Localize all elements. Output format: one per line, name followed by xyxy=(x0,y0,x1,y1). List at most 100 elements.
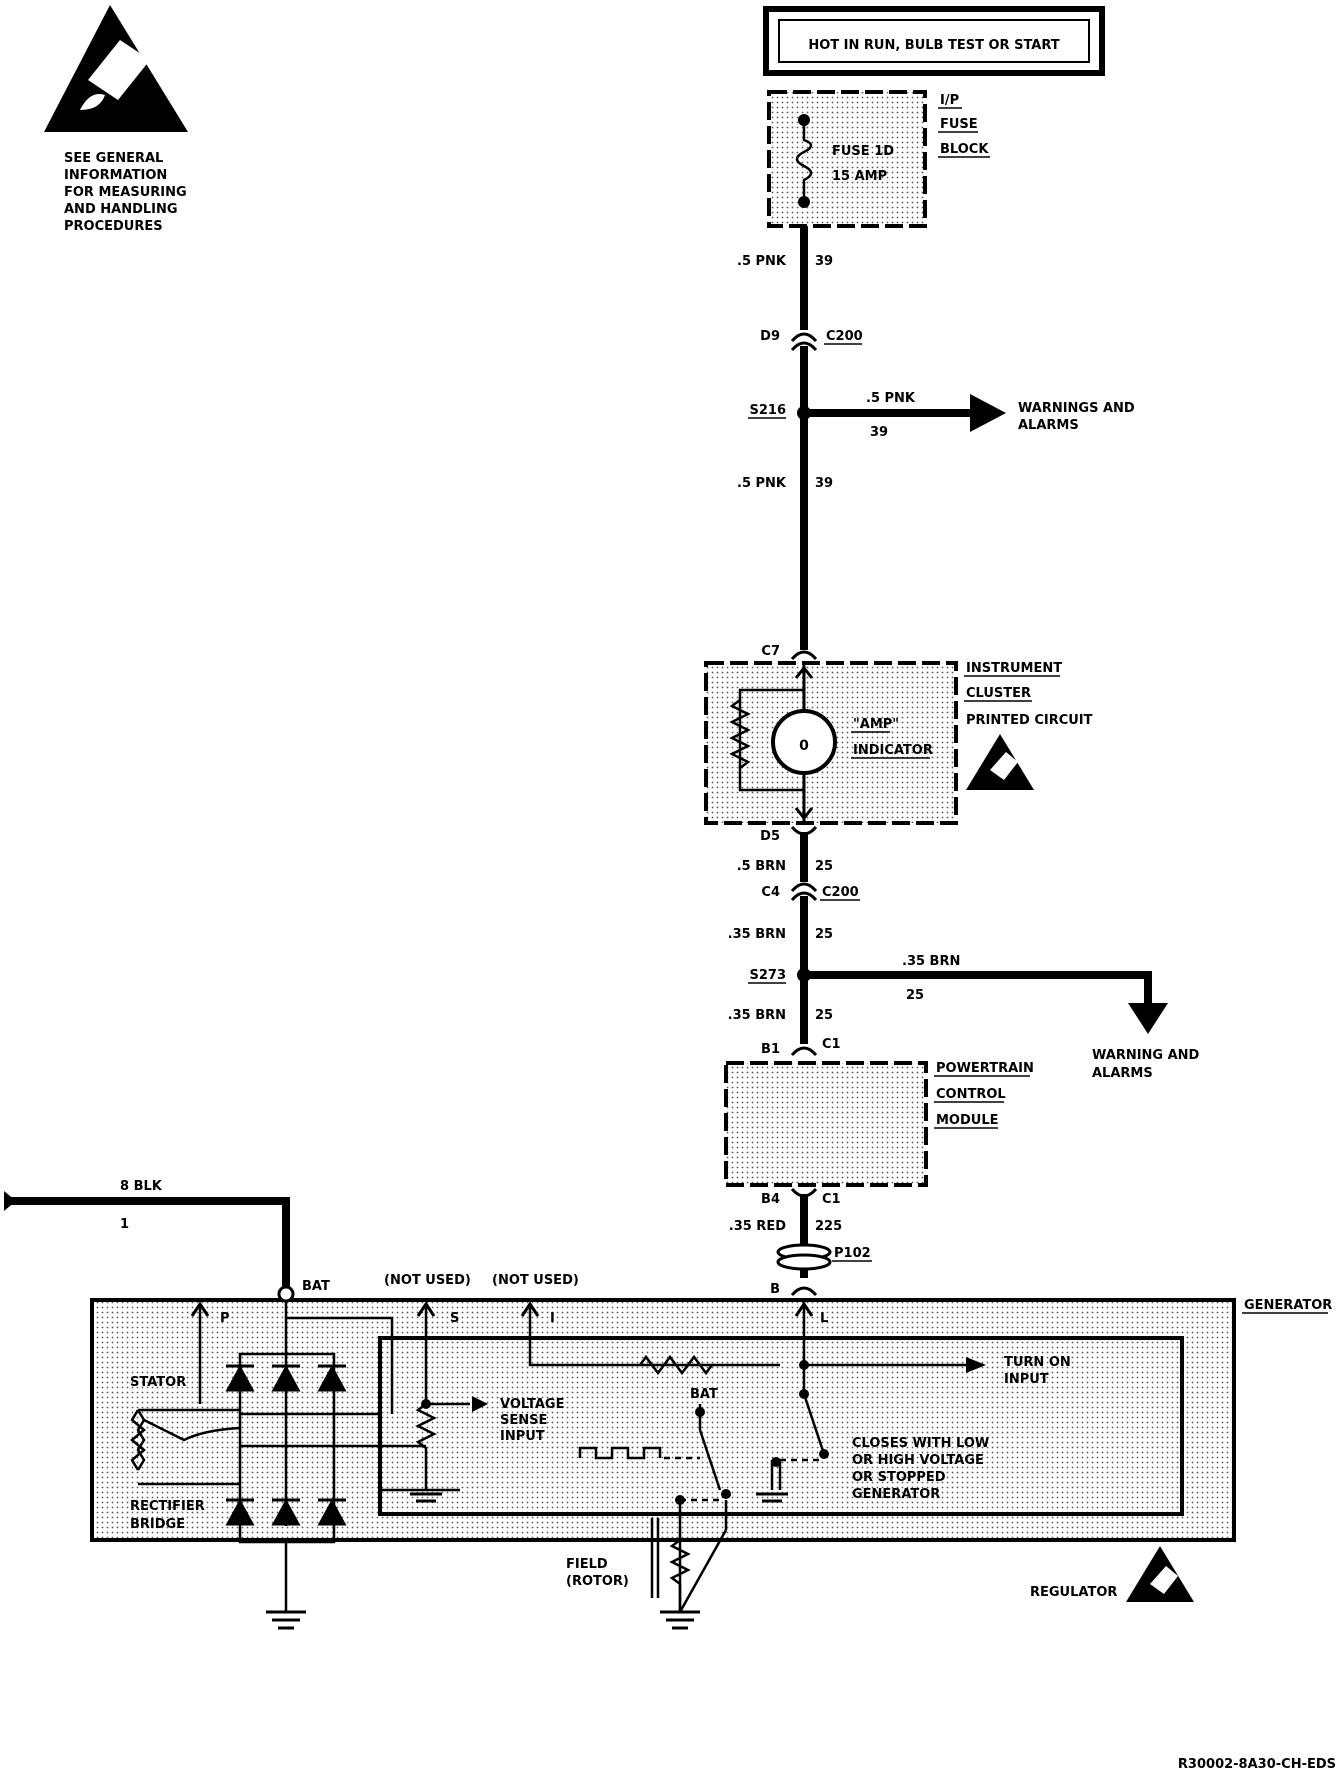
wire-color-label: .5 PNK xyxy=(737,254,787,269)
figure-code: R30002-8A30-CH-EDS xyxy=(1178,1757,1336,1772)
wire-circuit-label: 25 xyxy=(815,927,833,942)
fuse-terminal xyxy=(798,114,810,126)
bat-terminal[interactable] xyxy=(277,1285,295,1303)
ground-icon xyxy=(410,1492,442,1503)
wire-color-label: .35 BRN xyxy=(728,1008,786,1023)
fuse-rating: 15 AMP xyxy=(832,169,887,184)
wire-blk-battery xyxy=(6,1197,290,1289)
cluster-label: INSTRUMENT xyxy=(966,661,1062,676)
branch-destination: ALARMS xyxy=(1018,418,1079,433)
esd-warning-icon xyxy=(44,5,188,132)
pcm-label: CONTROL xyxy=(936,1087,1006,1102)
l-node xyxy=(799,1360,809,1370)
field-label: FIELD xyxy=(566,1557,608,1572)
ground-icon xyxy=(266,1610,306,1630)
turn-on-arrow xyxy=(966,1357,986,1373)
shunt-resistor xyxy=(729,699,751,769)
turn-on-label: TURN ON xyxy=(1004,1355,1071,1370)
connector-pin-label: D9 xyxy=(760,329,780,344)
esd-note-line: AND HANDLING xyxy=(64,202,178,217)
stator-label: STATOR xyxy=(130,1375,186,1390)
voltage-sense-label: VOLTAGE xyxy=(500,1397,565,1412)
switch-note: OR HIGH VOLTAGE xyxy=(852,1453,984,1468)
regulator-bat-label: BAT xyxy=(690,1387,718,1402)
wire-circuit-label: 39 xyxy=(815,476,833,491)
branch-destination: WARNINGS AND xyxy=(1018,401,1135,416)
wire-circuit-label: 225 xyxy=(815,1219,842,1234)
fuse-name: FUSE 1D xyxy=(832,144,894,159)
connector-pin-label: B4 xyxy=(761,1192,780,1207)
switch-node xyxy=(721,1489,731,1499)
splice-label: S216 xyxy=(750,403,787,418)
wire-circuit-label: 25 xyxy=(815,1008,833,1023)
switch-node xyxy=(819,1449,829,1459)
ground-icon xyxy=(660,1610,700,1630)
connector-pin-label: B1 xyxy=(761,1042,780,1057)
esd-note-line: PROCEDURES xyxy=(64,219,163,234)
not-used-label: (NOT USED) xyxy=(492,1273,579,1288)
connector-c1-top xyxy=(790,1046,818,1057)
wire-color-label: .5 PNK xyxy=(866,391,916,406)
pcm-label: MODULE xyxy=(936,1113,999,1128)
bat-terminal-label: BAT xyxy=(302,1279,330,1294)
terminal-i-label: I xyxy=(550,1311,555,1326)
gauge-zero-glyph: 0 xyxy=(799,738,809,754)
wire-color-label: .35 BRN xyxy=(728,927,786,942)
branch-arrow xyxy=(970,394,1006,432)
turn-on-label: INPUT xyxy=(1004,1372,1049,1387)
ground-icon xyxy=(756,1492,788,1503)
wire-circuit-label: 25 xyxy=(815,859,833,874)
branch-arrow xyxy=(1128,1003,1168,1034)
arrow-up xyxy=(794,665,814,679)
connector-pin-label: C7 xyxy=(761,644,780,659)
wire-circuit-label: 1 xyxy=(120,1217,129,1232)
indicator-label: INDICATOR xyxy=(853,743,933,758)
regulator-label: REGULATOR xyxy=(1030,1585,1117,1600)
terminal-l-label: L xyxy=(820,1311,828,1326)
wire-color-label: 8 BLK xyxy=(120,1179,163,1194)
connector-b xyxy=(790,1286,818,1297)
turn-on-resistor xyxy=(639,1354,713,1376)
cluster-label: CLUSTER xyxy=(966,686,1031,701)
regulator-box xyxy=(378,1336,1184,1516)
pcm-box xyxy=(724,1061,928,1187)
rectifier-diodes xyxy=(225,1364,347,1526)
fuse-block xyxy=(767,90,927,228)
fuse-block-label: I/P xyxy=(940,93,959,108)
l-node xyxy=(799,1389,809,1399)
connector-pin-label: B xyxy=(770,1282,780,1297)
splice-label: S273 xyxy=(750,968,787,983)
voltage-sense-node xyxy=(421,1399,431,1409)
terminal-p-label: P xyxy=(220,1311,230,1326)
terminal-s-label: S xyxy=(450,1311,459,1326)
wire-branch-brn xyxy=(804,971,1152,1005)
fuse-block-label: FUSE xyxy=(940,117,978,132)
branch-destination: WARNING AND xyxy=(1092,1048,1200,1063)
field-label: (ROTOR) xyxy=(566,1574,629,1589)
esd-note-line: INFORMATION xyxy=(64,168,167,183)
fuse-terminal xyxy=(798,196,810,208)
switch-note: CLOSES WITH LOW xyxy=(852,1436,989,1451)
switch-note: OR STOPPED xyxy=(852,1470,946,1485)
shunt-resistor-wire xyxy=(738,688,804,792)
switch-note: GENERATOR xyxy=(852,1487,940,1502)
power-source-box xyxy=(763,6,1105,76)
voltage-sense-label: INPUT xyxy=(500,1429,545,1444)
esd-warning-icon xyxy=(966,734,1034,790)
not-used-label: (NOT USED) xyxy=(384,1273,471,1288)
connector-name-label: C200 xyxy=(822,885,859,900)
cluster-label: PRINTED CIRCUIT xyxy=(966,713,1093,728)
wire-color-label: .5 BRN xyxy=(737,859,786,874)
connector-pin-label: C4 xyxy=(761,885,780,900)
connector-c200-mid xyxy=(790,882,818,902)
connector-name-label: P102 xyxy=(834,1246,871,1261)
esd-warning-icon xyxy=(1126,1546,1194,1602)
rectifier-label: RECTIFIER xyxy=(130,1499,205,1514)
pcm-label: POWERTRAIN xyxy=(936,1061,1034,1076)
fuse-element xyxy=(795,120,813,202)
amp-gauge-icon xyxy=(771,709,837,775)
wire-circuit-label: 39 xyxy=(815,254,833,269)
wire-end-arrow xyxy=(4,1191,16,1211)
wire-color-label: .35 RED xyxy=(729,1219,786,1234)
